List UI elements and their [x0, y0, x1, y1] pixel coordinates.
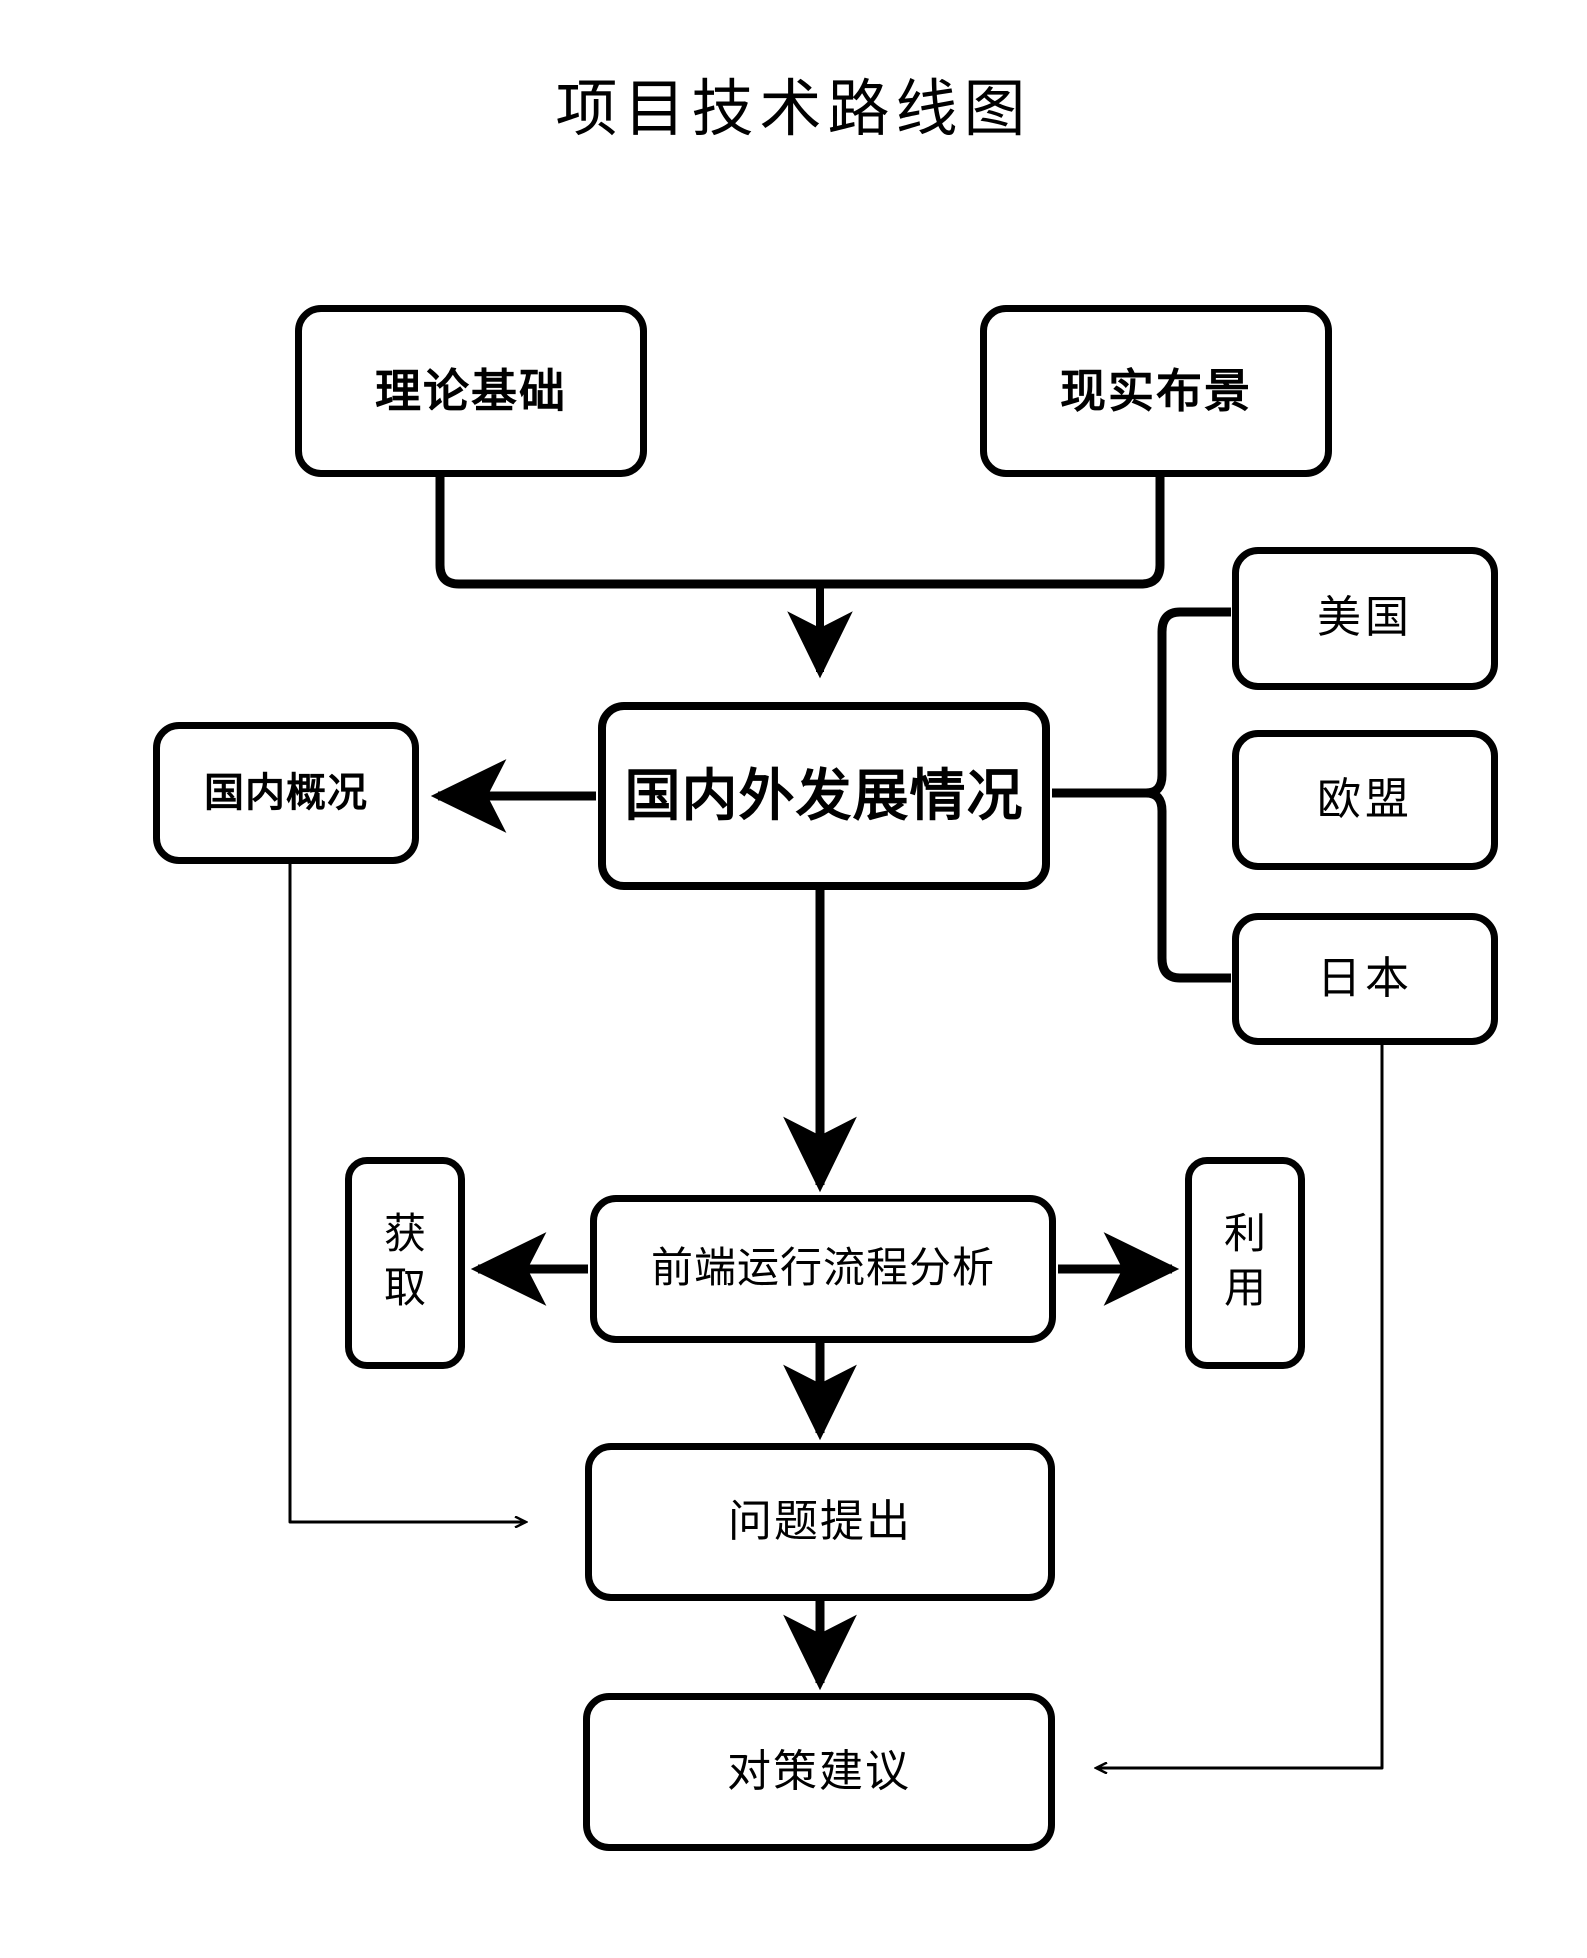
- node-problem-statement-label: 问题提出: [728, 1496, 912, 1546]
- node-frontend-process-analysis[interactable]: 前端运行流程分析: [590, 1195, 1056, 1343]
- node-utilize-label: 利 用: [1223, 1212, 1266, 1312]
- edge-japan-to-advice: [1096, 1045, 1384, 1768]
- node-utilize[interactable]: 利 用: [1185, 1157, 1305, 1369]
- node-eu-label: 欧盟: [1317, 774, 1413, 824]
- node-development-status-label: 国内外发展情况: [624, 763, 1024, 827]
- node-countermeasure-advice[interactable]: 对策建议: [583, 1693, 1055, 1851]
- node-theory-basis[interactable]: 理论基础: [295, 305, 647, 477]
- node-japan-label: 日本: [1317, 953, 1413, 1003]
- node-eu[interactable]: 欧盟: [1232, 730, 1498, 870]
- node-countermeasure-advice-label: 对策建议: [727, 1746, 911, 1796]
- node-domestic-overview-label: 国内概况: [204, 771, 368, 815]
- node-usa[interactable]: 美国: [1232, 547, 1498, 690]
- node-reality-setting[interactable]: 现实布景: [980, 305, 1332, 477]
- edge-domestic-to-question: [288, 862, 526, 1522]
- page-title: 项目技术路线图: [555, 76, 1032, 144]
- node-frontend-process-analysis-label: 前端运行流程分析: [650, 1245, 995, 1292]
- node-usa-label: 美国: [1317, 593, 1413, 643]
- node-problem-statement[interactable]: 问题提出: [585, 1443, 1055, 1601]
- node-acquire[interactable]: 获 取: [345, 1157, 465, 1369]
- edge-theory-to-main: [435, 477, 1165, 589]
- node-theory-basis-label: 理论基础: [375, 364, 567, 417]
- node-reality-setting-label: 现实布景: [1060, 364, 1252, 417]
- node-development-status[interactable]: 国内外发展情况: [598, 702, 1050, 890]
- node-japan[interactable]: 日本: [1232, 913, 1498, 1045]
- edge-countries-brace: [1141, 607, 1231, 983]
- node-domestic-overview[interactable]: 国内概况: [153, 722, 419, 864]
- node-acquire-label: 获 取: [383, 1212, 426, 1312]
